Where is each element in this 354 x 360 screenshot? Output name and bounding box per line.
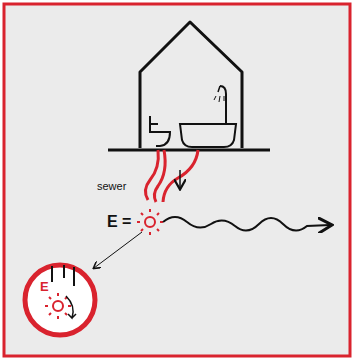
heat-wave-arrow [163,217,330,231]
frame [4,4,350,356]
flow-arrow [179,170,181,188]
sewer-pipes [145,150,198,202]
zoom-circle-outline [22,262,98,338]
node-text: E [40,280,49,293]
bathtub [180,86,236,147]
energy-symbol [137,209,163,235]
zoom-circle: E [22,262,98,338]
pipe-label: sewer [97,181,126,192]
zoom-arrow [94,232,142,268]
house [108,22,270,150]
toilet [150,116,170,146]
energy-label: E = [107,214,131,230]
